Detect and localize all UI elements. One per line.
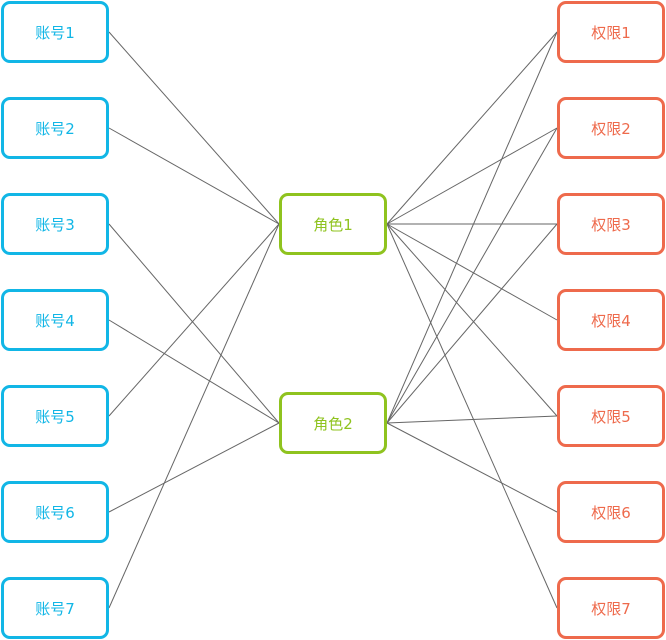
permission-node-1[interactable]: 权限1 <box>557 1 665 63</box>
permission-node-4[interactable]: 权限4 <box>557 289 665 351</box>
permission-node-6[interactable]: 权限6 <box>557 481 665 543</box>
permission-node-7[interactable]: 权限7 <box>557 577 665 639</box>
account-node-1[interactable]: 账号1 <box>1 1 109 63</box>
role-label: 角色2 <box>313 414 353 433</box>
account-node-2[interactable]: 账号2 <box>1 97 109 159</box>
account-label: 账号2 <box>35 119 75 138</box>
permission-node-3[interactable]: 权限3 <box>557 193 665 255</box>
role-node-2[interactable]: 角色2 <box>279 392 387 454</box>
account-label: 账号3 <box>35 215 75 234</box>
permission-label: 权限5 <box>591 407 631 426</box>
link-a7-r1 <box>108 223 280 609</box>
permission-label: 权限7 <box>591 599 631 618</box>
link-a5-r1 <box>108 223 280 417</box>
account-label: 账号5 <box>35 407 75 426</box>
link-r1-p2 <box>386 127 558 225</box>
permission-label: 权限4 <box>591 311 631 330</box>
link-r1-p5 <box>386 223 558 417</box>
permission-label: 权限2 <box>591 119 631 138</box>
account-label: 账号1 <box>35 23 75 42</box>
link-a2-r1 <box>108 127 280 225</box>
role-node-1[interactable]: 角色1 <box>279 193 387 255</box>
permission-label: 权限3 <box>591 215 631 234</box>
account-node-3[interactable]: 账号3 <box>1 193 109 255</box>
permission-node-5[interactable]: 权限5 <box>557 385 665 447</box>
account-node-7[interactable]: 账号7 <box>1 577 109 639</box>
permission-label: 权限1 <box>591 23 631 42</box>
link-a1-r1 <box>108 31 280 225</box>
link-a4-r2 <box>108 319 280 424</box>
link-r1-p1 <box>386 31 558 225</box>
link-r2-p2 <box>386 127 558 424</box>
link-a6-r2 <box>108 422 280 513</box>
link-a3-r2 <box>108 223 280 424</box>
link-r1-p7 <box>386 223 558 609</box>
account-node-6[interactable]: 账号6 <box>1 481 109 543</box>
account-label: 账号6 <box>35 503 75 522</box>
link-r2-p5 <box>386 415 558 424</box>
role-label: 角色1 <box>313 215 353 234</box>
link-r2-p1 <box>386 31 558 424</box>
link-r2-p6 <box>386 422 558 513</box>
link-r1-p4 <box>386 223 558 321</box>
permission-node-2[interactable]: 权限2 <box>557 97 665 159</box>
account-node-4[interactable]: 账号4 <box>1 289 109 351</box>
link-r2-p3 <box>386 223 558 424</box>
permission-label: 权限6 <box>591 503 631 522</box>
account-label: 账号7 <box>35 599 75 618</box>
account-label: 账号4 <box>35 311 75 330</box>
account-node-5[interactable]: 账号5 <box>1 385 109 447</box>
